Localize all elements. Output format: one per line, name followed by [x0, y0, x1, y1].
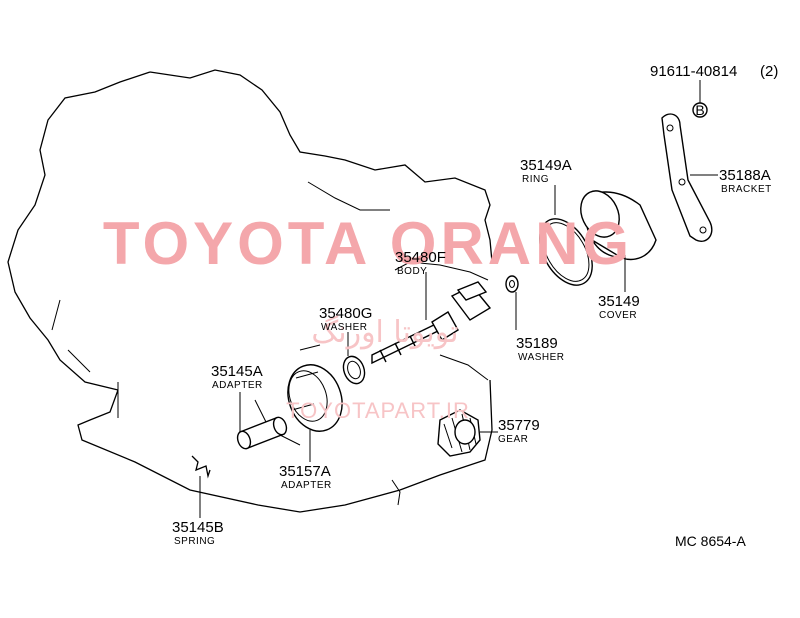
part-qty-91611: (2) [760, 63, 778, 80]
part-number-35480G: 35480G [319, 305, 372, 322]
part-name-35145A: ADAPTER [212, 380, 263, 391]
part-name-35149: COVER [599, 310, 637, 321]
part-label-35779: 35779 GEAR [498, 417, 540, 445]
part-label-35157A: 35157A ADAPTER [279, 463, 332, 491]
part-label-35188A: 35188A BRACKET [719, 167, 772, 195]
washer-35480G[interactable] [340, 332, 368, 387]
washer-35189[interactable] [505, 275, 519, 330]
part-name-35189: WASHER [518, 352, 565, 363]
ring-35149A[interactable] [529, 185, 603, 294]
diagram-code: MC 8654-A [675, 533, 746, 549]
part-label-35480F: 35480F BODY [395, 249, 446, 277]
part-number-35149: 35149 [598, 293, 640, 310]
adapter-35145A[interactable] [235, 392, 288, 451]
part-label-35480G: 35480G WASHER [319, 305, 372, 333]
part-name-35480F: BODY [397, 266, 427, 277]
part-label-91611: 91611-40814 (2) [650, 63, 778, 80]
part-name-35149A: RING [522, 174, 549, 185]
bolt-symbol-label: B [695, 102, 704, 118]
part-name-35188A: BRACKET [721, 184, 772, 195]
spring-35145B[interactable] [191, 455, 211, 518]
body-35480F[interactable] [371, 272, 492, 365]
brand-watermark: TOYOTA ORANG [103, 210, 633, 277]
cover-35149[interactable] [574, 185, 657, 292]
part-number-35145B: 35145B [172, 519, 224, 536]
part-number-35188A: 35188A [719, 167, 771, 184]
part-number-35779: 35779 [498, 417, 540, 434]
part-number-35149A: 35149A [520, 157, 572, 174]
part-label-35145A: 35145A ADAPTER [211, 363, 263, 391]
adapter-35157A[interactable] [279, 357, 351, 462]
gear-35779[interactable] [437, 409, 498, 457]
part-label-35189: 35189 WASHER [516, 335, 565, 363]
part-name-35157A: ADAPTER [281, 480, 332, 491]
part-number-91611: 91611-40814 [650, 63, 737, 80]
bracket-35188A[interactable] [661, 113, 718, 242]
bolt-91611[interactable]: B [692, 80, 708, 118]
part-name-35145B: SPRING [174, 536, 215, 547]
part-name-35779: GEAR [498, 434, 528, 445]
part-number-35157A: 35157A [279, 463, 331, 480]
part-label-35149: 35149 COVER [598, 293, 640, 321]
part-number-35189: 35189 [516, 335, 558, 352]
part-number-35480F: 35480F [395, 249, 446, 266]
url-watermark: TOYOTAPART.IR [286, 398, 470, 423]
transmission-case-outline [7, 69, 493, 513]
part-label-35145B: 35145B SPRING [172, 519, 224, 547]
part-name-35480G: WASHER [321, 322, 368, 333]
part-label-35149A: 35149A RING [520, 157, 572, 185]
part-number-35145A: 35145A [211, 363, 263, 380]
persian-watermark: تویوتا اورنگ [311, 315, 458, 350]
